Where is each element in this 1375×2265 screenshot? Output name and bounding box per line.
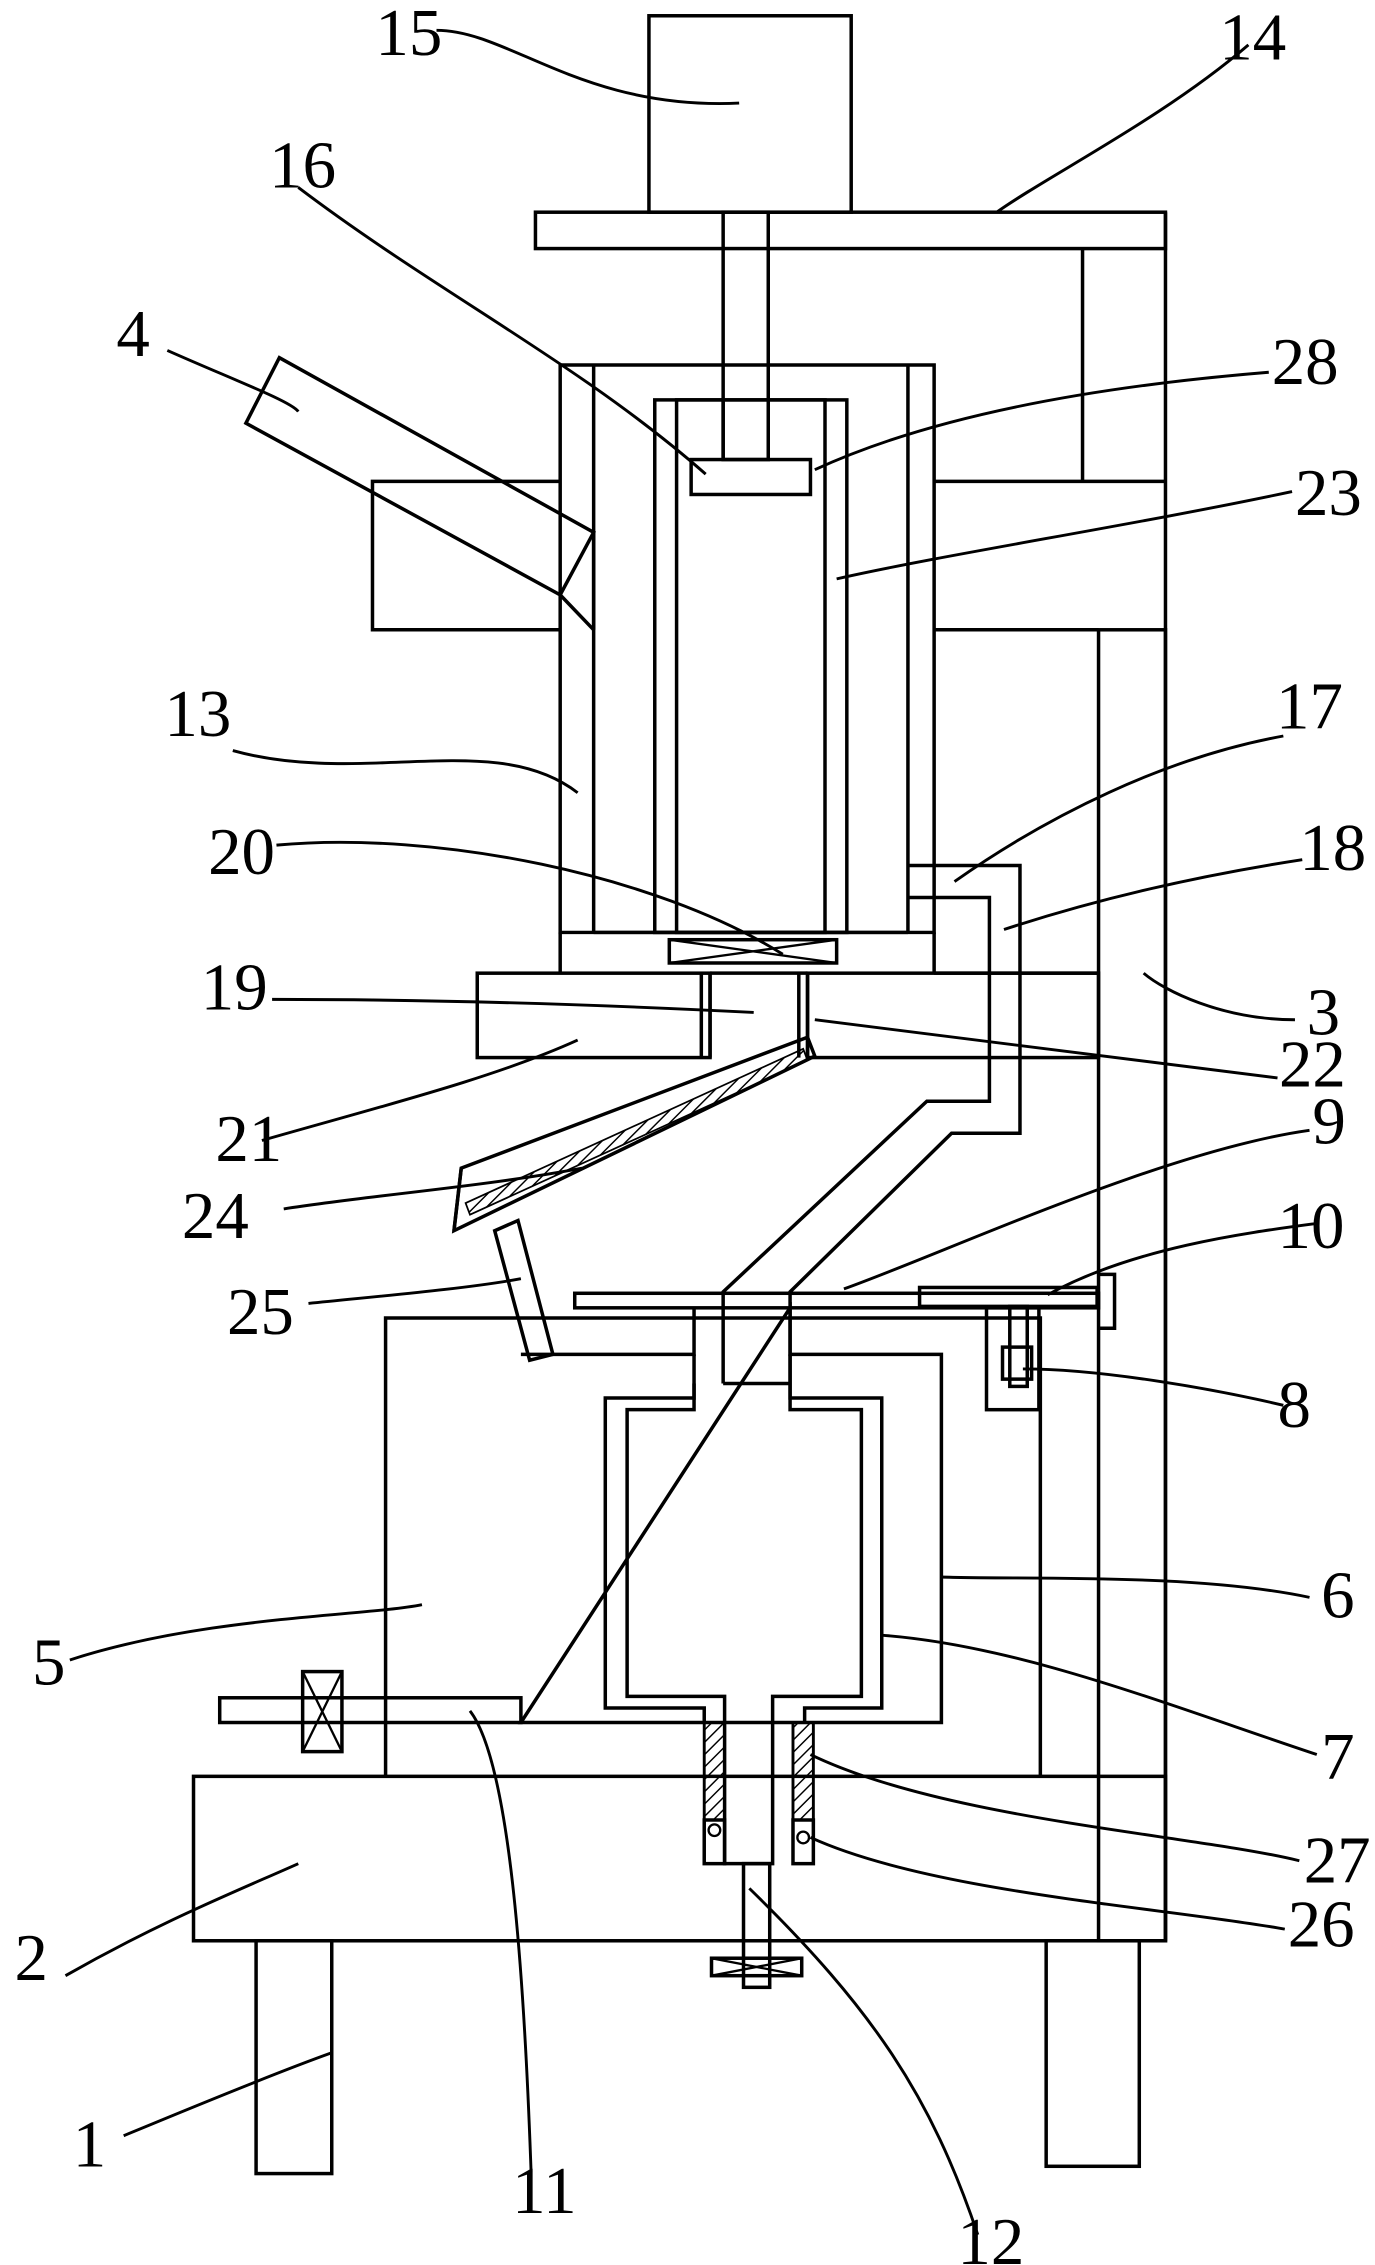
- label-5: 5: [32, 1626, 65, 1700]
- label-2: 2: [15, 1921, 48, 1995]
- label-15: 15: [375, 0, 442, 70]
- motor: [647, 14, 853, 214]
- bearing: [667, 937, 839, 965]
- screen-support: [492, 1218, 556, 1363]
- label-17: 17: [1276, 670, 1343, 744]
- frame-column: [934, 212, 1168, 1943]
- label-3: 3: [1307, 975, 1340, 1049]
- feed-inlet-pipe: [243, 355, 597, 631]
- base: [191, 1774, 1168, 1943]
- inner-tank: [603, 1354, 884, 1866]
- lower-frame: [383, 1316, 1043, 1777]
- upper-housing: [558, 363, 936, 935]
- top-plate: [533, 210, 1168, 251]
- label-9: 9: [1312, 1084, 1345, 1158]
- label-22: 22: [1279, 1028, 1346, 1102]
- label-8: 8: [1278, 1368, 1311, 1442]
- reference-labels: 1 2 3 4 5 6 7 8 9 10 11 12 13 14 15 16 1…: [15, 0, 1371, 2265]
- label-20: 20: [208, 815, 275, 889]
- label-25: 25: [227, 1275, 294, 1349]
- drum-cap: [689, 457, 813, 497]
- label-27: 27: [1304, 1824, 1371, 1898]
- label-23: 23: [1295, 456, 1362, 530]
- label-26: 26: [1288, 1888, 1355, 1962]
- label-4: 4: [116, 297, 149, 371]
- label-28: 28: [1272, 325, 1339, 399]
- support-legs: [254, 1939, 1142, 2176]
- side-bracket: [370, 479, 561, 632]
- label-12: 12: [957, 2205, 1024, 2265]
- label-19: 19: [201, 951, 268, 1025]
- drain-pipe: [217, 1669, 523, 1754]
- label-21: 21: [215, 1102, 282, 1176]
- label-11: 11: [512, 2154, 576, 2228]
- bottom-seals: [702, 1721, 816, 1866]
- label-7: 7: [1321, 1720, 1354, 1794]
- drive-shaft: [709, 1861, 804, 1990]
- label-16: 16: [269, 128, 336, 202]
- inner-drum: [653, 398, 849, 935]
- label-6: 6: [1321, 1559, 1354, 1633]
- plate-lever: [572, 1272, 1117, 1330]
- machine: [191, 14, 1168, 2176]
- label-14: 14: [1219, 0, 1286, 74]
- leader-lines: [64, 28, 1318, 2236]
- clamp: [984, 1304, 1041, 1412]
- label-13: 13: [164, 677, 231, 751]
- label-18: 18: [1299, 811, 1366, 885]
- label-1: 1: [73, 2107, 106, 2181]
- label-10: 10: [1278, 1189, 1345, 1263]
- label-24: 24: [182, 1179, 249, 1253]
- outer-tank: [517, 1301, 944, 1725]
- collection-box: [475, 932, 1101, 1060]
